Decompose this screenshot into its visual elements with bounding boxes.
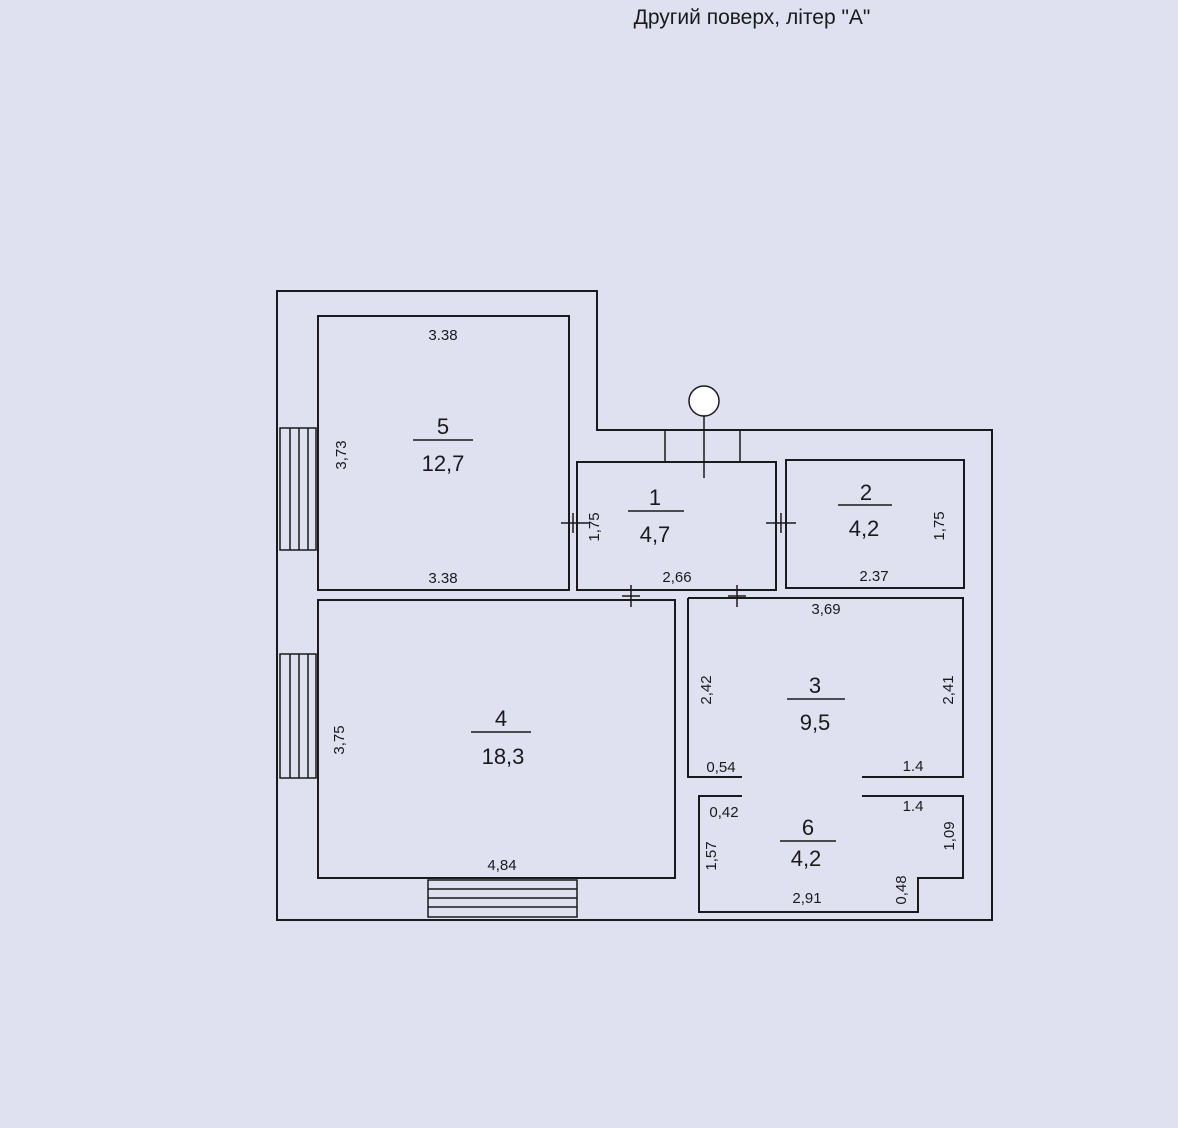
dim-room-6-right: 1,09 [941,821,958,850]
window-room-4-bottom [427,879,578,918]
room-6-area: 4,2 [791,846,822,871]
window-room-5 [279,427,317,551]
room-3-area: 9,5 [800,710,831,735]
room-5-area: 12,7 [422,451,465,476]
dim-room-5-bottom: 3.38 [428,570,457,587]
plan-title: Другий поверх, літер "А" [634,6,871,29]
dim-room-6-left: 1,57 [703,841,720,870]
room-label-2: 2 4,2 [838,480,892,541]
room-3-outline [687,597,964,778]
outer-wall [276,290,993,921]
dim-room-1-width: 2,66 [662,569,691,586]
room-label-1: 1 4,7 [628,485,684,547]
dim-room-6-top-right: 1.4 [903,798,924,815]
room-5-outline [317,315,570,591]
room-4-outline [317,599,676,879]
dim-room-3-left: 2,42 [698,675,715,704]
room-2-outline [785,459,965,589]
room-label-4: 4 18,3 [471,706,531,769]
door-markers [561,513,796,607]
room-3-number: 3 [809,673,821,698]
dim-room-6-bottom: 2,91 [792,890,821,907]
dim-room-4-bottom: 4,84 [487,857,516,874]
room-label-3: 3 9,5 [787,673,845,735]
room-1-number: 1 [649,485,661,510]
dim-room-6-top-left: 0,42 [709,804,738,821]
room-6-number: 6 [802,815,814,840]
dim-room-5-top: 3.38 [428,327,457,344]
dim-room-3-top: 3,69 [811,601,840,618]
room-4-number: 4 [495,706,507,731]
dim-room-4-left: 3,75 [331,725,348,754]
dim-room-6-step: 0,48 [893,875,910,904]
dim-room-2-width: 2.37 [859,568,888,585]
room-label-5: 5 12,7 [413,414,473,476]
dim-room-2-height: 1,75 [931,511,948,540]
room-6-outline [698,795,964,913]
dim-room-3-right: 2,41 [940,675,957,704]
room-1-outline [576,461,777,591]
dim-room-3-step-right: 1.4 [903,758,924,775]
window-room-4 [279,653,317,779]
room-label-6: 6 4,2 [780,815,836,871]
dim-room-3-step-left: 0,54 [706,759,735,776]
room-5-number: 5 [437,414,449,439]
entrance-frame [664,430,741,462]
room-2-number: 2 [860,480,872,505]
dim-room-1-height: 1,75 [586,512,603,541]
room-4-area: 18,3 [482,744,525,769]
dim-room-5-left: 3,73 [333,440,350,469]
room-2-area: 4,2 [849,516,880,541]
room-1-area: 4,7 [640,522,671,547]
entrance-marker [688,385,720,417]
